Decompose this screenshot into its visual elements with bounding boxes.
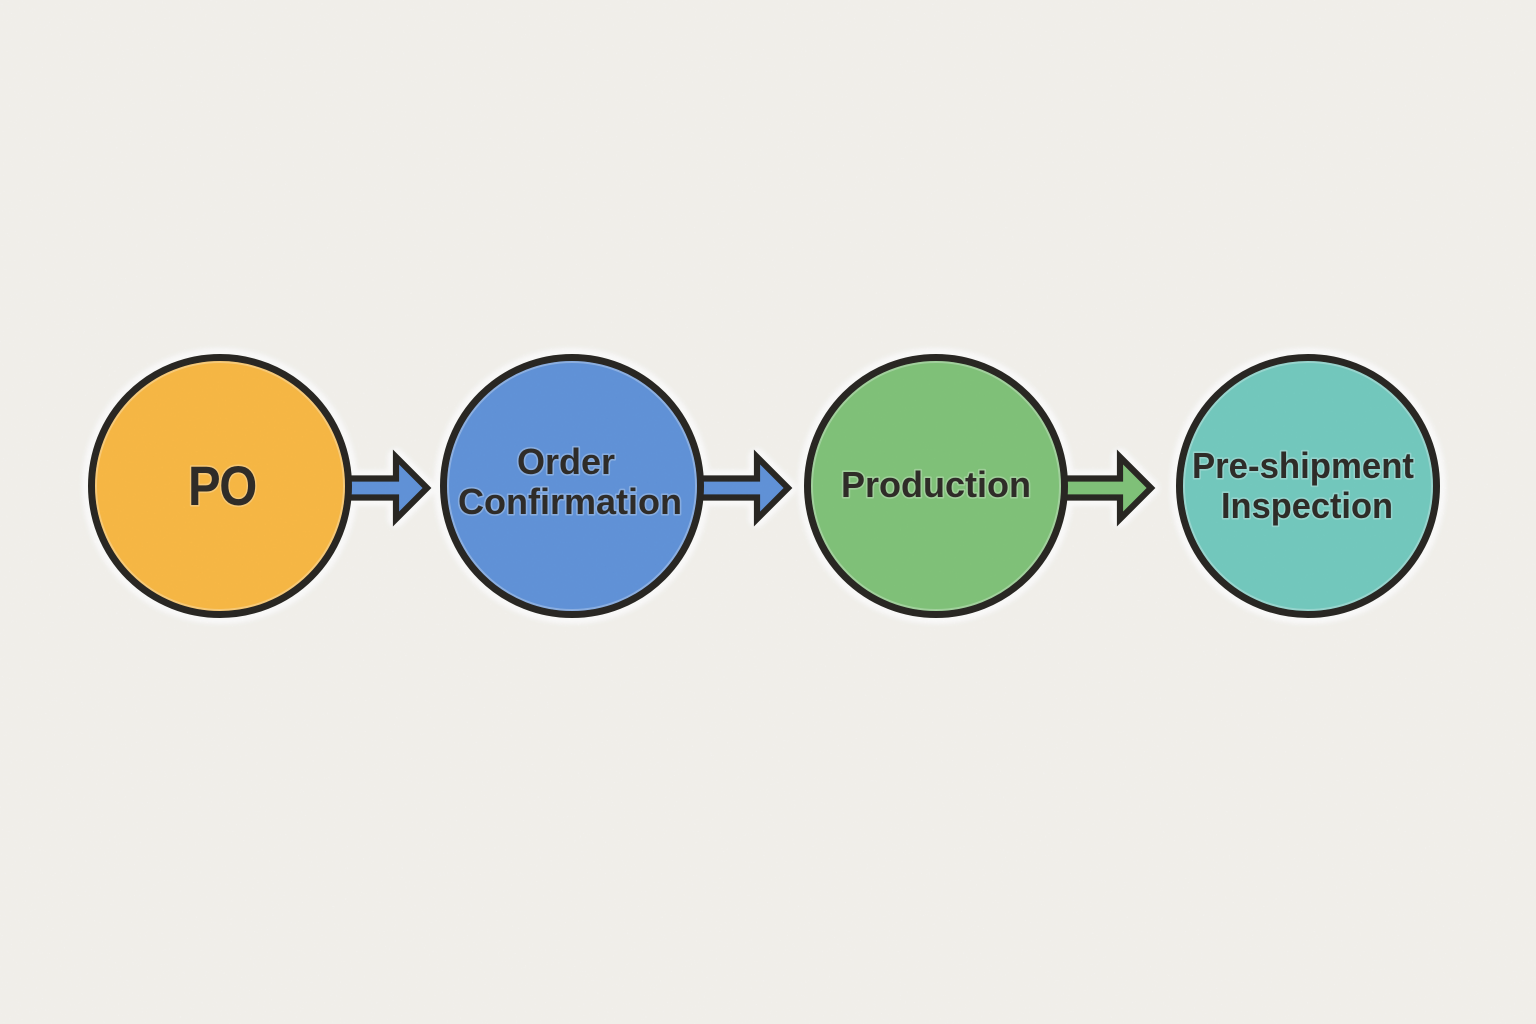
node-inner-ring-po xyxy=(95,361,345,611)
node-circle-pre-shipment-inspection xyxy=(1176,354,1440,618)
node-label-po-line-1: PO xyxy=(188,454,256,517)
node-inner-ring-production xyxy=(811,361,1061,611)
node-inner-ring-order-confirmation xyxy=(447,361,697,611)
node-label-production-line-1: Production xyxy=(841,464,1031,505)
node-label-order-confirmation-line-1: Order xyxy=(517,441,615,482)
label-layer: PO Order Confirmation Production Pre-shi… xyxy=(186,439,1424,527)
arrow-order-confirmation-to-production xyxy=(696,449,793,527)
node-circle-order-confirmation xyxy=(440,354,704,618)
node-circle-po xyxy=(88,354,352,618)
node-label-pre-shipment-inspection-line-2: Inspection xyxy=(1221,485,1393,526)
node-inner-ring-pre-shipment-inspection xyxy=(1183,361,1433,611)
connector-layer xyxy=(336,449,1156,527)
node-label-production: Production xyxy=(841,464,1031,505)
node-label-order-confirmation-line-2: Confirmation xyxy=(458,481,682,522)
node-circle-production xyxy=(804,354,1068,618)
node-label-pre-shipment-inspection: Pre-shipment Inspection xyxy=(1192,445,1424,526)
node-label-po: PO xyxy=(188,454,256,517)
node-label-order-confirmation: Order Confirmation xyxy=(458,441,682,522)
arrow-production-to-pre-shipment-inspection xyxy=(1060,449,1156,527)
node-label-pre-shipment-inspection-line-1: Pre-shipment xyxy=(1192,445,1414,486)
node-layer xyxy=(88,354,1440,618)
